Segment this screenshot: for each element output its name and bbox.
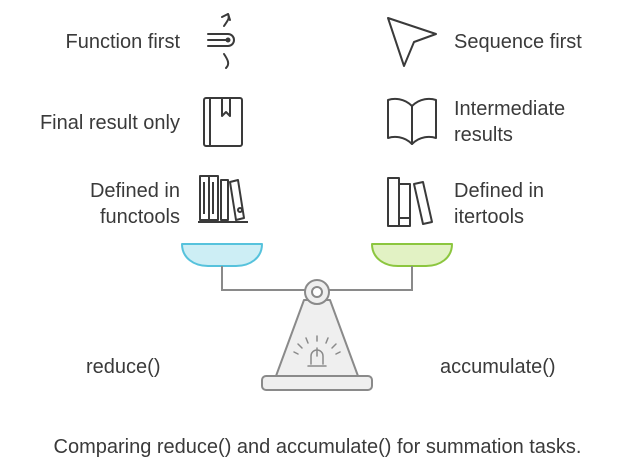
- function-arrow-icon: [207, 13, 235, 69]
- left-item-defined-in-functools: Defined in functools: [90, 178, 180, 230]
- right-pan: [371, 243, 453, 267]
- left-item-final-result: Final result only: [39, 112, 180, 134]
- left-item-line-2: functools: [99, 206, 180, 228]
- open-book-icon: [387, 97, 437, 145]
- left-item-line-1: Defined in: [89, 180, 180, 202]
- right-item-defined-in-itertools: Defined in itertools: [454, 178, 544, 230]
- left-scale-label: reduce(): [86, 356, 161, 378]
- scale-gauge: [293, 335, 341, 367]
- right-item-line-1: Defined in: [454, 180, 545, 202]
- left-item-function-first: Function first: [65, 31, 180, 53]
- library-books-icon: [198, 175, 248, 223]
- cursor-arrow-icon: [387, 17, 437, 67]
- left-pan: [181, 243, 263, 267]
- right-item-line-2: results: [454, 124, 513, 146]
- right-item-line-1: Intermediate: [454, 98, 566, 120]
- scale-base: [261, 375, 373, 391]
- right-scale-label: accumulate(): [440, 356, 556, 378]
- diagram-caption: Comparing reduce() and accumulate() for …: [53, 436, 582, 458]
- book-icon: [203, 97, 243, 147]
- books-stack-icon: [387, 177, 433, 227]
- right-item-line-2: itertools: [454, 206, 525, 228]
- right-item-sequence-first: Sequence first: [454, 31, 582, 53]
- balance-scale: [181, 243, 453, 391]
- right-item-intermediate-results: Intermediate results: [454, 96, 565, 148]
